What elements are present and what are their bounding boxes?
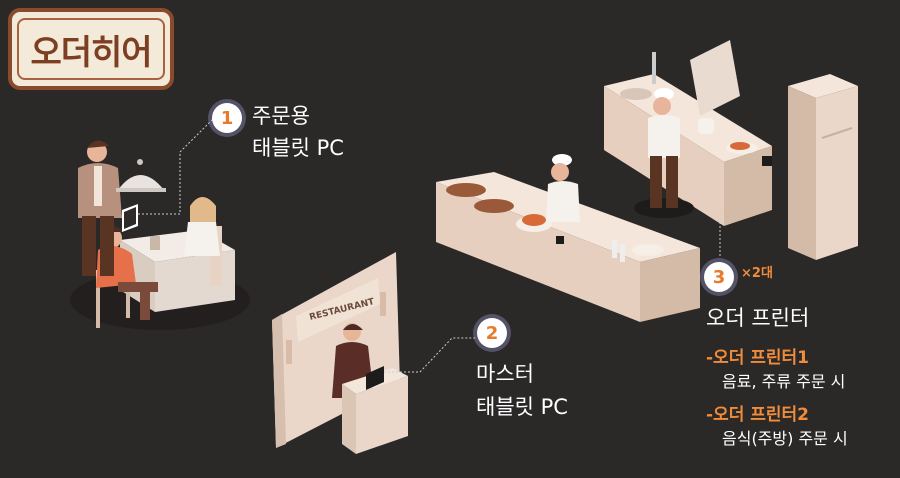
waiter [78,140,166,276]
ordering-tablet [122,204,138,232]
leader-line-1 [138,117,215,215]
printer-2-title: -오더 프린터2 [706,405,810,425]
brand-logo-frame: 오더히어 [17,18,165,80]
brand-logo-text: 오더히어 [30,32,152,73]
printer-2-desc: 음식(주방) 주문 시 [722,429,848,448]
master-tablet [366,366,384,390]
counter-cook [546,154,580,222]
printer-1-title: -오더 프린터1 [706,348,810,368]
refrigerator [788,74,858,260]
customer-woman [184,197,220,256]
printer-count: ×2대 [741,266,773,281]
item-3-line1: 오더 프린터 [706,306,810,330]
leader-line-2 [384,337,476,373]
badge-2: 2 [477,318,507,348]
badge-3: 3 [704,262,734,292]
brand-logo: 오더히어 [8,8,174,90]
kitchen-chef [634,88,694,218]
item-2-line2: 태블릿 PC [476,395,568,419]
item-2-line1: 마스터 [476,362,534,386]
kitchen-counter [604,40,772,226]
item-1-line2: 태블릿 PC [252,136,344,160]
badge-1: 1 [212,103,242,133]
printer-1-desc: 음료, 주류 주문 시 [722,372,846,391]
item-1-line1: 주문용 [252,104,310,128]
